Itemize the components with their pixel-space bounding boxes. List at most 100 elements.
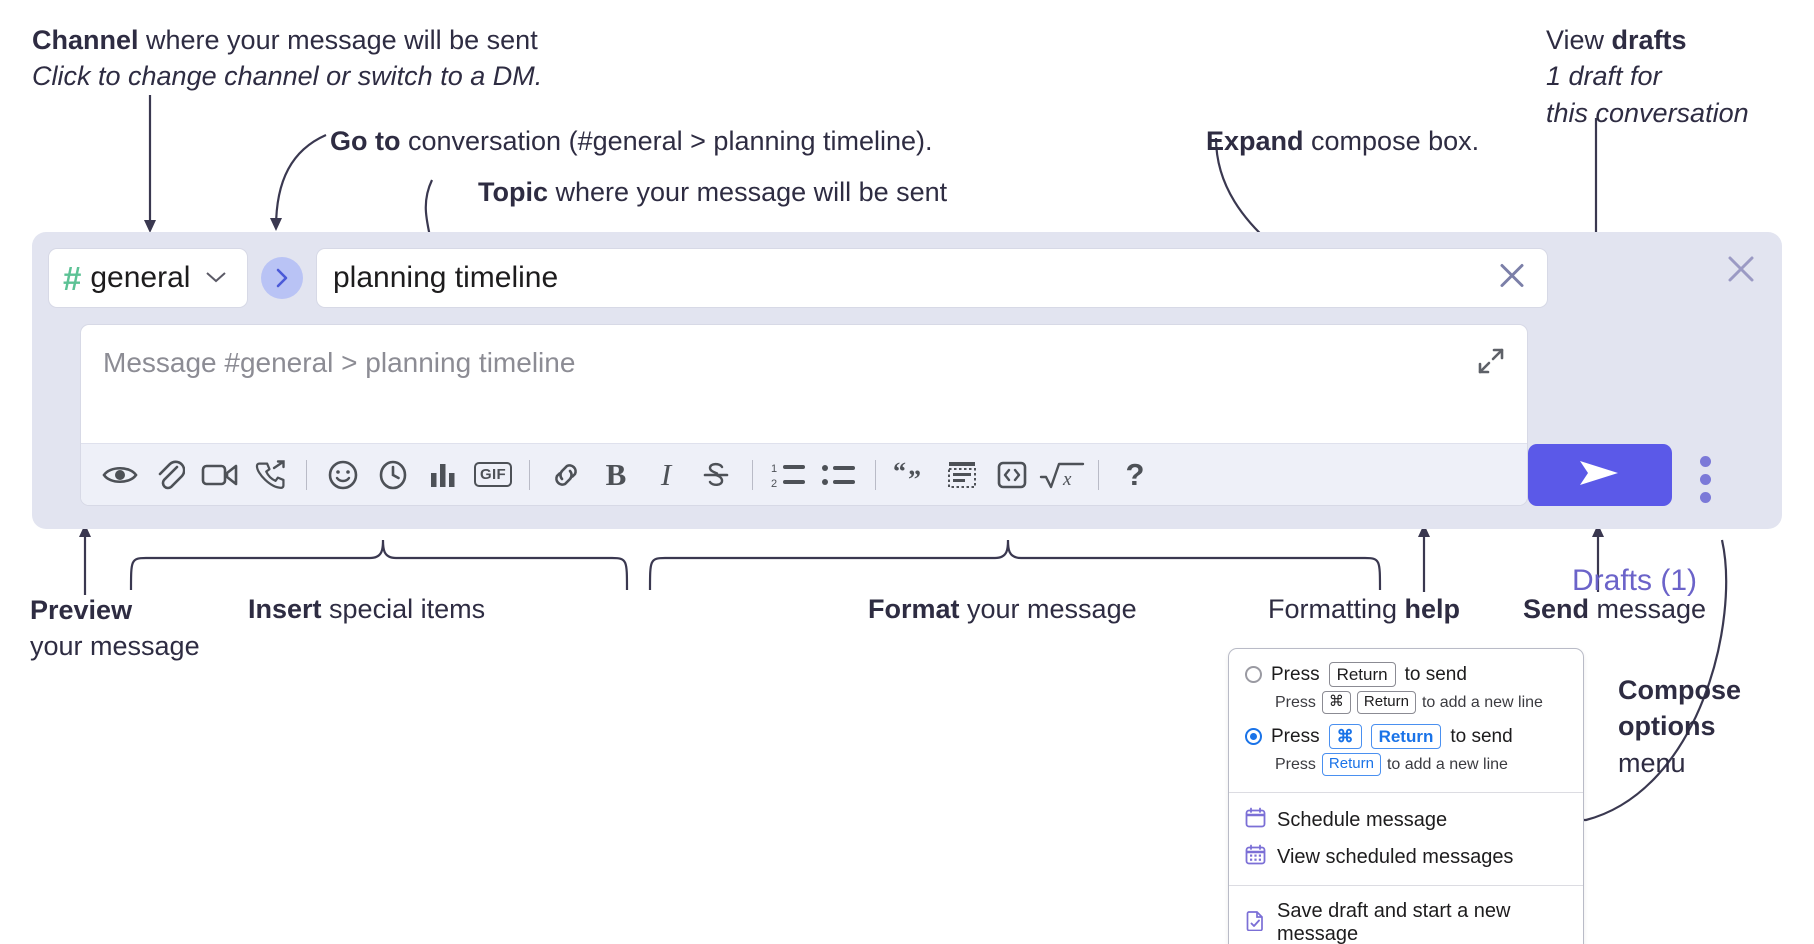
annotation-drafts-line2: 1 draft for	[1546, 61, 1662, 92]
annotation-help: Formatting help	[1268, 592, 1460, 628]
compose-options-button[interactable]	[1700, 456, 1711, 503]
menu-item-save-draft[interactable]: Save draft and start a new message	[1229, 895, 1583, 944]
panel-close-button[interactable]	[1722, 250, 1760, 293]
svg-text:“: “	[893, 460, 906, 486]
message-input-box[interactable]: Message #general > planning timeline	[80, 324, 1528, 506]
bulleted-list-icon[interactable]	[814, 450, 864, 500]
help-question-icon[interactable]: ?	[1110, 450, 1160, 500]
topic-value: planning timeline	[333, 261, 559, 294]
calendar-grid-icon	[1245, 844, 1266, 871]
topic-input[interactable]: planning timeline	[316, 248, 1548, 308]
expand-compose-button[interactable]	[1475, 345, 1507, 382]
menu-radio-option-cmd-return-sub: Press Return to add a new line	[1229, 752, 1583, 783]
svg-text:2: 2	[771, 478, 777, 490]
emoji-smiley-icon[interactable]	[318, 450, 368, 500]
annotation-channel-rest: where your message will be sent	[138, 25, 538, 55]
annotation-compose-options-line1: Compose	[1618, 675, 1742, 705]
video-camera-icon[interactable]	[195, 450, 245, 500]
divider	[875, 459, 876, 490]
annotation-insert-rest: special items	[321, 594, 486, 624]
help-label: ?	[1125, 456, 1145, 492]
option-sub-pre: Press	[1275, 693, 1316, 711]
drafts-link[interactable]: Drafts (1)	[1572, 564, 1698, 597]
key-return: Return	[1321, 753, 1381, 776]
expand-diagonal-icon	[1475, 348, 1507, 381]
more-vertical-icon-dot	[1700, 456, 1711, 467]
send-button[interactable]	[1528, 444, 1672, 506]
annotation-goto: Go to conversation (#general > planning …	[330, 124, 933, 160]
menu-radio-option-return-to-send[interactable]: Press Return to send	[1229, 659, 1583, 690]
annotation-topic-rest: where your message will be sent	[548, 177, 948, 207]
strikethrough-icon[interactable]	[691, 450, 741, 500]
divider	[306, 459, 307, 490]
divider	[1098, 459, 1099, 490]
more-vertical-icon-dot	[1700, 474, 1711, 485]
key-return: Return	[1370, 724, 1442, 750]
more-vertical-icon-dot	[1700, 492, 1711, 503]
menu-item-schedule-message[interactable]: Schedule message	[1229, 802, 1583, 839]
annotation-send-rest: message	[1589, 594, 1707, 624]
chevron-down-icon	[205, 266, 227, 290]
annotation-format-bold: Format	[868, 594, 960, 624]
gif-icon[interactable]: GIF	[468, 450, 518, 500]
annotation-compose-options-line3: menu	[1618, 747, 1686, 778]
phone-forward-icon[interactable]	[245, 450, 295, 500]
menu-radio-option-cmd-return-to-send[interactable]: Press ⌘ Return to send	[1229, 721, 1583, 752]
math-sqrt-icon[interactable]: x	[1037, 450, 1087, 500]
divider	[529, 459, 530, 490]
paperclip-icon[interactable]	[145, 450, 195, 500]
annotation-send: Send message	[1523, 592, 1706, 628]
option-post-label: to send	[1450, 725, 1513, 747]
annotation-expand-bold: Expand	[1206, 126, 1304, 156]
italic-icon[interactable]: I	[641, 450, 691, 500]
annotation-drafts: View drafts 1 draft for this conversatio…	[1546, 22, 1749, 131]
menu-divider	[1229, 885, 1583, 886]
topic-clear-button[interactable]	[1495, 259, 1529, 298]
annotation-channel-italic: Click to change channel or switch to a D…	[32, 61, 543, 92]
annotation-preview-line2: your message	[30, 631, 200, 662]
option-pre-label: Press	[1271, 663, 1320, 685]
go-to-conversation-button[interactable]	[261, 257, 303, 299]
radio-icon-selected[interactable]	[1245, 728, 1262, 746]
divider	[752, 459, 753, 490]
compose-options-menu: Press Return to send Press ⌘ Return to a…	[1228, 648, 1584, 944]
svg-text:1: 1	[771, 463, 777, 475]
clock-icon[interactable]	[368, 450, 418, 500]
annotation-expand-rest: compose box.	[1303, 126, 1480, 156]
option-sub-post: to add a new line	[1386, 755, 1508, 773]
key-return: Return	[1356, 691, 1416, 714]
key-command: ⌘	[1328, 724, 1362, 750]
menu-item-view-scheduled-messages[interactable]: View scheduled messages	[1229, 839, 1583, 876]
message-placeholder: Message #general > planning timeline	[103, 347, 576, 378]
gif-label: GIF	[474, 462, 512, 487]
menu-divider	[1229, 792, 1583, 793]
key-command: ⌘	[1321, 691, 1351, 714]
annotation-drafts-bold: drafts	[1611, 25, 1687, 55]
annotation-goto-bold: Go to	[330, 126, 401, 156]
compose-panel: # general planning timeline Message #gen…	[32, 232, 1782, 597]
radio-icon[interactable]	[1245, 666, 1262, 684]
key-return: Return	[1328, 662, 1396, 688]
code-block-icon[interactable]	[937, 450, 987, 500]
link-icon[interactable]	[541, 450, 591, 500]
annotation-goto-rest: conversation (#general > planning timeli…	[400, 126, 933, 156]
annotation-send-bold: Send	[1523, 594, 1590, 624]
compose-header-row: # general planning timeline	[48, 248, 1548, 308]
bar-chart-icon[interactable]	[418, 450, 468, 500]
blockquote-icon[interactable]: “”	[887, 450, 937, 500]
menu-item-label: Schedule message	[1277, 809, 1448, 831]
channel-selector-button[interactable]: # general	[48, 248, 248, 308]
bold-icon[interactable]: B	[591, 450, 641, 500]
inline-code-icon[interactable]	[987, 450, 1037, 500]
file-check-icon	[1245, 910, 1266, 937]
preview-icon[interactable]	[95, 450, 145, 500]
annotation-format-rest: your message	[959, 594, 1137, 624]
annotation-insert-bold: Insert	[248, 594, 322, 624]
option-sub-pre: Press	[1275, 755, 1316, 773]
svg-text:x: x	[1062, 469, 1072, 490]
annotation-insert: Insert special items	[248, 592, 485, 628]
option-post-label: to send	[1404, 663, 1467, 685]
annotation-drafts-line3: this conversation	[1546, 97, 1749, 128]
